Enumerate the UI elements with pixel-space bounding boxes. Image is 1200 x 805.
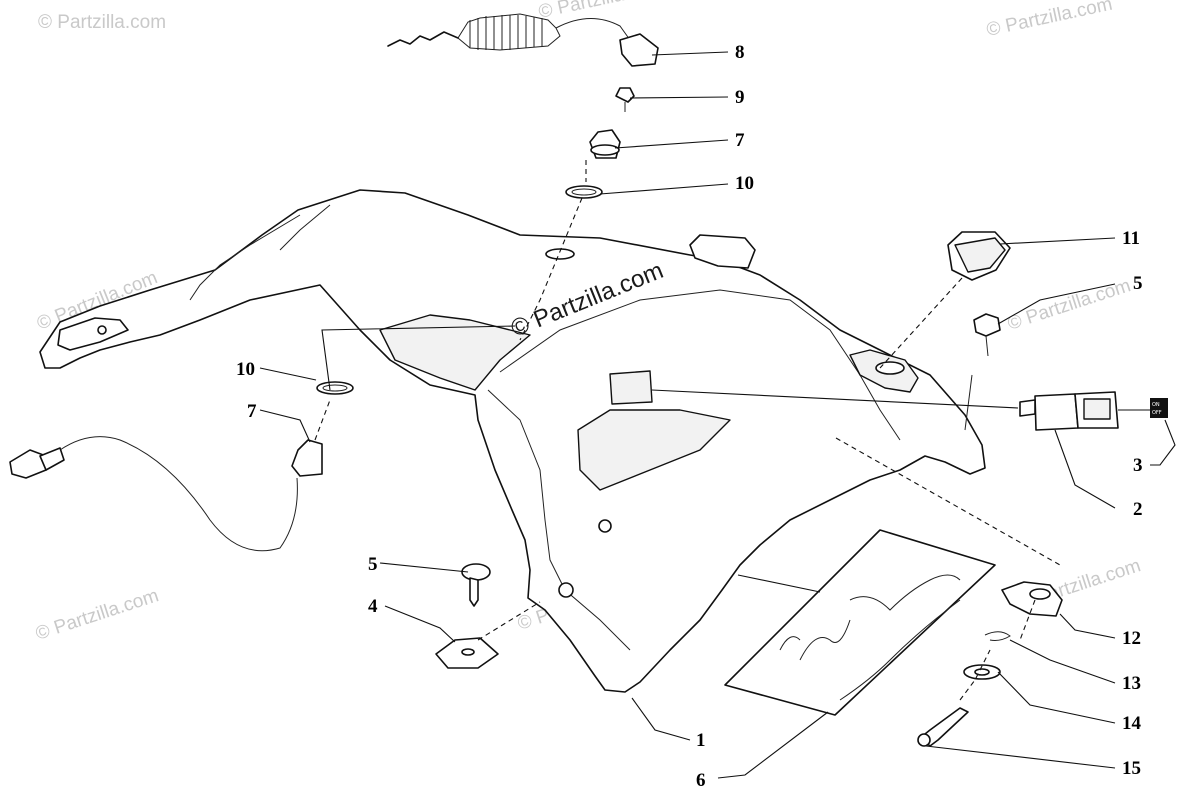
- decal: [724, 529, 996, 716]
- callout-labels: 8 9 7 10 11 5 3 2 12 13 14 15 1 6 5 4 10…: [236, 42, 1143, 791]
- switch-off-label: OFF: [1152, 410, 1162, 416]
- callout-1: 1: [696, 730, 706, 751]
- callout-8: 8: [735, 42, 745, 63]
- callout-7-upper: 7: [735, 130, 745, 151]
- callout-3: 3: [1133, 455, 1143, 476]
- callout-14: 14: [1122, 713, 1142, 734]
- callout-5-right: 5: [1133, 273, 1143, 294]
- callout-10-lower: 10: [236, 359, 255, 380]
- console-body: [39, 189, 986, 693]
- clip-screw: [435, 563, 541, 669]
- safety-lanyard: [387, 13, 659, 112]
- callout-2: 2: [1133, 499, 1143, 520]
- latch-hardware: [917, 581, 1063, 747]
- watermark-top-left: © Partzilla.com: [38, 12, 166, 33]
- callout-13: 13: [1122, 673, 1141, 694]
- callout-5-left: 5: [368, 554, 378, 575]
- callout-10-upper: 10: [735, 173, 754, 194]
- leader-lines: [259, 51, 1176, 779]
- upper-switch-parts: [519, 129, 621, 341]
- assembly-lines: [585, 160, 1061, 566]
- switch-on-label: ON: [1152, 402, 1160, 408]
- right-switch-parts: ON OFF: [879, 231, 1168, 431]
- callout-9: 9: [735, 87, 745, 108]
- lower-switch-cable: [9, 325, 516, 552]
- callout-15: 15: [1122, 758, 1141, 779]
- callout-12: 12: [1122, 628, 1141, 649]
- callout-7-lower: 7: [247, 401, 257, 422]
- callout-4: 4: [368, 596, 378, 617]
- callout-11: 11: [1122, 228, 1140, 249]
- watermark-top-right: © Partzilla.com: [985, 0, 1115, 41]
- watermark-bottom-left: © Partzilla.com: [33, 585, 161, 645]
- callout-6: 6: [696, 770, 706, 791]
